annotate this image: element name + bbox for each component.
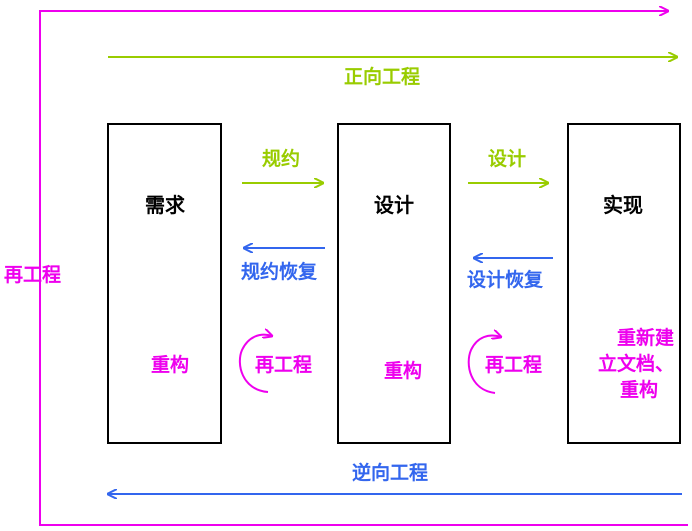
requirements-refactor-label: 重构 <box>151 354 190 376</box>
implementation-box <box>567 123 681 444</box>
outer-reengineering-label: 再工程 <box>4 264 62 286</box>
reengineer-cycle-icon-left <box>238 335 272 393</box>
left-reengineering-label: 再工程 <box>255 354 313 376</box>
right-reengineering-label: 再工程 <box>485 354 543 376</box>
outer-reengineering-loop <box>39 11 688 526</box>
forward-engineering-label: 正向工程 <box>344 66 421 88</box>
redocument-line-1: 重新建 <box>617 327 675 349</box>
reengineer-cycle-icon-right <box>467 336 501 394</box>
spec-label: 规约 <box>262 148 301 170</box>
design-box <box>337 123 451 444</box>
implementation-redocument-label: 重新建 立文档、 重构 <box>598 325 674 403</box>
redocument-line-3: 重构 <box>620 379 659 401</box>
design-recovery-label: 设计恢复 <box>467 269 544 291</box>
requirements-box <box>107 123 222 444</box>
reverse-engineering-label: 逆向工程 <box>352 462 429 484</box>
spec-recovery-label: 规约恢复 <box>241 261 318 283</box>
design-refactor-label: 重构 <box>384 360 423 382</box>
redocument-line-2: 立文档、 <box>598 353 675 375</box>
implementation-title: 实现 <box>603 193 643 217</box>
design-transition-label: 设计 <box>488 148 527 170</box>
requirements-title: 需求 <box>145 193 185 217</box>
design-title: 设计 <box>374 193 414 217</box>
